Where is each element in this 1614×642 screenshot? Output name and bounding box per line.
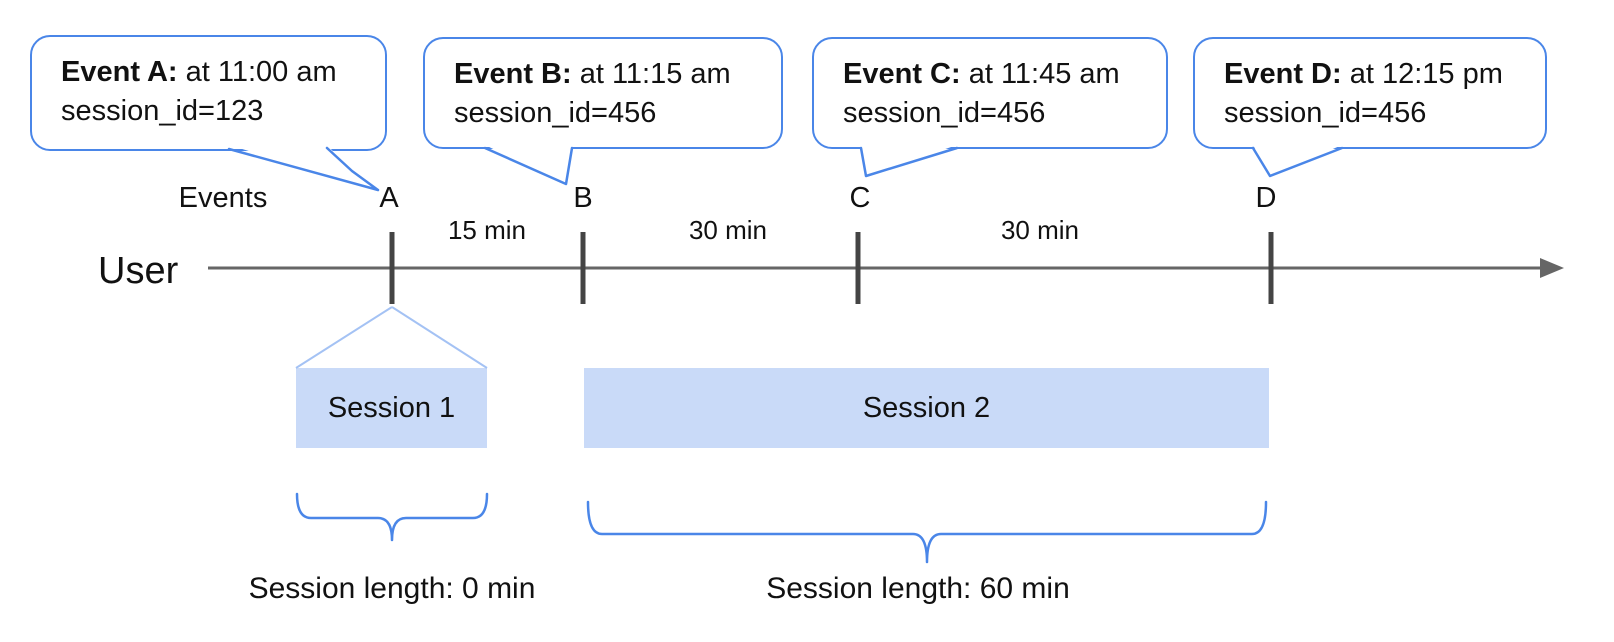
- callout-b-tail-outline: [483, 146, 574, 186]
- events-row-label: Events: [178, 182, 268, 214]
- event-d-label: Event D:: [1224, 58, 1342, 90]
- event-d-time: at 12:15 pm: [1349, 58, 1503, 90]
- session-1-bar: Session 1: [296, 368, 487, 448]
- interval-a-b: 15 min: [447, 215, 527, 245]
- marker-c: C: [849, 182, 871, 214]
- callout-a-tail-outline: [227, 146, 380, 192]
- callout-event-c-session: session_id=456: [843, 97, 1046, 129]
- event-a-time: at 11:00 am: [185, 56, 337, 88]
- interval-b-c: 30 min: [688, 215, 768, 245]
- interval-c-d: 30 min: [1000, 215, 1080, 245]
- callout-event-d: Event D: at 12:15 pm session_id=456: [1193, 37, 1547, 149]
- event-b-time: at 11:15 am: [579, 58, 731, 90]
- callout-event-d-line1: Event D: at 12:15 pm: [1224, 55, 1545, 94]
- event-c-label: Event C:: [843, 58, 961, 90]
- callout-event-a-session: session_id=123: [61, 95, 264, 127]
- marker-b: B: [573, 182, 593, 214]
- callout-event-d-session: session_id=456: [1224, 97, 1427, 129]
- callout-event-a: Event A: at 11:00 am session_id=123: [30, 35, 387, 151]
- marker-d: D: [1255, 182, 1277, 214]
- event-c-time: at 11:45 am: [968, 58, 1120, 90]
- session-1-label: Session 1: [327, 391, 456, 424]
- session-2-bar: Session 2: [584, 368, 1269, 448]
- callout-d-tail: [1253, 145, 1342, 176]
- callout-event-c: Event C: at 11:45 am session_id=456: [812, 37, 1168, 149]
- callout-event-c-line1: Event C: at 11:45 am: [843, 55, 1166, 94]
- callout-d-tail-outline: [1251, 146, 1344, 178]
- session-1-brace: [295, 492, 489, 542]
- callout-event-b-session: session_id=456: [454, 97, 657, 129]
- user-row-label: User: [98, 250, 179, 292]
- callout-c-tail-outline: [859, 146, 959, 178]
- timeline-arrowhead-icon: [1540, 258, 1564, 278]
- callout-event-b-line1: Event B: at 11:15 am: [454, 55, 781, 94]
- callout-event-a-line1: Event A: at 11:00 am: [61, 53, 385, 92]
- event-b-label: Event B:: [454, 58, 572, 90]
- session-1-funnel: [295, 306, 488, 369]
- callout-event-b: Event B: at 11:15 am session_id=456: [423, 37, 783, 149]
- callout-c-tail: [861, 145, 957, 176]
- session-2-brace: [586, 500, 1268, 564]
- session-1-length: Session length: 0 min: [248, 572, 536, 605]
- event-a-label: Event A:: [61, 56, 178, 88]
- session-2-label: Session 2: [862, 391, 991, 424]
- marker-a: A: [379, 182, 399, 214]
- callout-b-tail: [485, 145, 572, 184]
- session-2-length: Session length: 60 min: [766, 572, 1070, 605]
